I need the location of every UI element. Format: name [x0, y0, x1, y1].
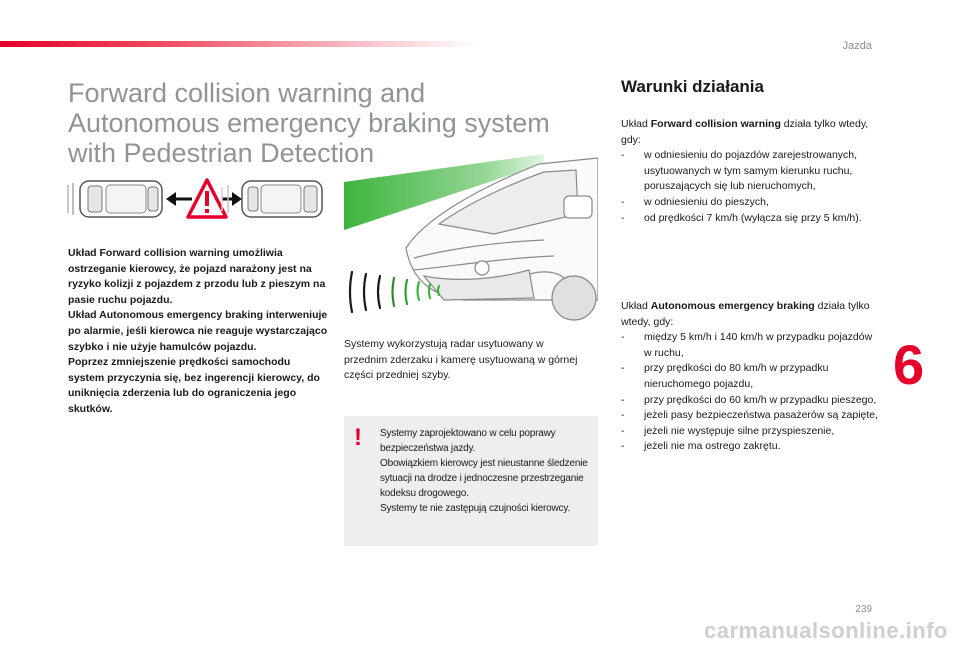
list-dash: -	[621, 440, 625, 453]
list-dash: -	[621, 424, 625, 437]
list-item: - w odniesieniu do pojazdów zarejestrowan…	[621, 148, 881, 195]
list-item: - jeżeli pasy bezpieczeństwa pasażerów są…	[621, 408, 881, 424]
list-item: - przy prędkości do 60 km/h w przypadku p…	[621, 393, 881, 409]
double-arrow-icon	[166, 192, 242, 206]
list-item-text: w odniesieniu do pojazdów zarejestrowany…	[644, 149, 858, 193]
van-radar-illustration	[344, 154, 598, 321]
list-dash: -	[621, 195, 625, 208]
list-item: - w odniesieniu do pieszych,	[621, 195, 881, 211]
page-number: 239	[855, 604, 872, 615]
front-car-icon	[221, 180, 323, 218]
aeb-intro-post: działa tylko wtedy, gdy:	[621, 300, 870, 328]
page-title: Forward collision warning and Autonomous…	[68, 78, 588, 168]
exclamation-icon: !	[354, 424, 362, 451]
radar-description: Systemy wykorzystują radar usytuowany w …	[344, 337, 584, 384]
van-front-icon	[405, 157, 598, 321]
fcw-list: - w odniesieniu do pojazdów zarejestrowan…	[621, 148, 881, 226]
warning-text: Systemy zaprojektowano w celu poprawy be…	[380, 426, 594, 516]
aeb-intro: Układ Autonomous emergency braking dział…	[621, 299, 881, 330]
list-item-text: przy prędkości do 60 km/h w przypadku pi…	[644, 393, 877, 406]
title-line: Autonomous emergency braking system	[68, 108, 550, 138]
rear-car-icon	[67, 180, 163, 218]
intro-text: Układ Forward collision warning umożliwi…	[68, 246, 328, 418]
fcw-conditions: Układ Forward collision warning działa t…	[621, 117, 881, 226]
title-line: with Pedestrian Detection	[68, 138, 375, 168]
watermark: carmanualsonline.info	[704, 618, 948, 643]
list-item-text: jeżeli nie ma ostrego zakrętu.	[644, 440, 781, 453]
list-item-text: jeżeli pasy bezpieczeństwa pasażerów są …	[644, 409, 879, 422]
list-dash: -	[621, 409, 625, 422]
list-item-text: jeżeli nie występuje silne przyspieszeni…	[644, 424, 835, 437]
fcw-name: Forward collision warning	[650, 118, 781, 130]
list-dash: -	[621, 149, 625, 162]
header-accent-bar	[0, 41, 480, 47]
list-dash: -	[621, 211, 625, 224]
chapter-label: Jazda	[842, 40, 872, 52]
aeb-intro-pre: Układ	[621, 300, 651, 312]
camera-beam	[344, 154, 544, 230]
list-item: - jeżeli nie ma ostrego zakrętu.	[621, 439, 881, 455]
collision-diagram	[67, 178, 323, 219]
fcw-intro: Układ Forward collision warning działa t…	[621, 117, 881, 148]
list-item: - od prędkości 7 km/h (wyłącza się przy 5…	[621, 211, 881, 227]
fcw-intro-pre: Układ	[621, 118, 651, 130]
radar-waves-icon	[348, 270, 441, 314]
warning-paragraph: Systemy te nie zastępują czujności kiero…	[380, 503, 570, 514]
section-heading: Warunki działania	[621, 77, 764, 96]
intro-paragraph: Układ Forward collision warning umożliwi…	[68, 247, 326, 306]
warning-paragraph: Systemy zaprojektowano w celu poprawy be…	[380, 428, 556, 454]
warning-box: ! Systemy zaprojektowano w celu poprawy …	[344, 416, 598, 546]
aeb-conditions: Układ Autonomous emergency braking dział…	[621, 299, 881, 455]
radar-paragraph: Systemy wykorzystują radar usytuowany w …	[344, 338, 578, 382]
list-item: - między 5 km/h i 140 km/h w przypadku po…	[621, 330, 881, 361]
list-item-text: od prędkości 7 km/h (wyłącza się przy 5 …	[644, 211, 862, 224]
title-line: Forward collision warning and	[68, 78, 426, 108]
warning-paragraph: Obowiązkiem kierowcy jest nieustanne śle…	[380, 458, 588, 499]
intro-paragraph: Układ Autonomous emergency braking inter…	[68, 309, 328, 353]
list-item: - przy prędkości do 80 km/h w przypadku n…	[621, 361, 881, 392]
intro-paragraph: Poprzez zmniejszenie prędkości samochodu…	[68, 356, 320, 415]
chapter-number: 6	[893, 333, 925, 396]
fcw-intro-post: działa tylko wtedy, gdy:	[621, 118, 869, 146]
list-dash: -	[621, 362, 625, 375]
list-item-text: między 5 km/h i 140 km/h w przypadku poj…	[644, 331, 873, 359]
aeb-list: - między 5 km/h i 140 km/h w przypadku po…	[621, 330, 881, 455]
list-item-text: w odniesieniu do pieszych,	[644, 195, 769, 208]
list-dash: -	[621, 393, 625, 406]
list-dash: -	[621, 331, 625, 344]
warning-triangle-icon	[186, 178, 228, 219]
list-item-text: przy prędkości do 80 km/h w przypadku ni…	[644, 362, 829, 390]
aeb-name: Autonomous emergency braking	[650, 300, 815, 312]
list-item: - jeżeli nie występuje silne przyspieszen…	[621, 424, 881, 440]
